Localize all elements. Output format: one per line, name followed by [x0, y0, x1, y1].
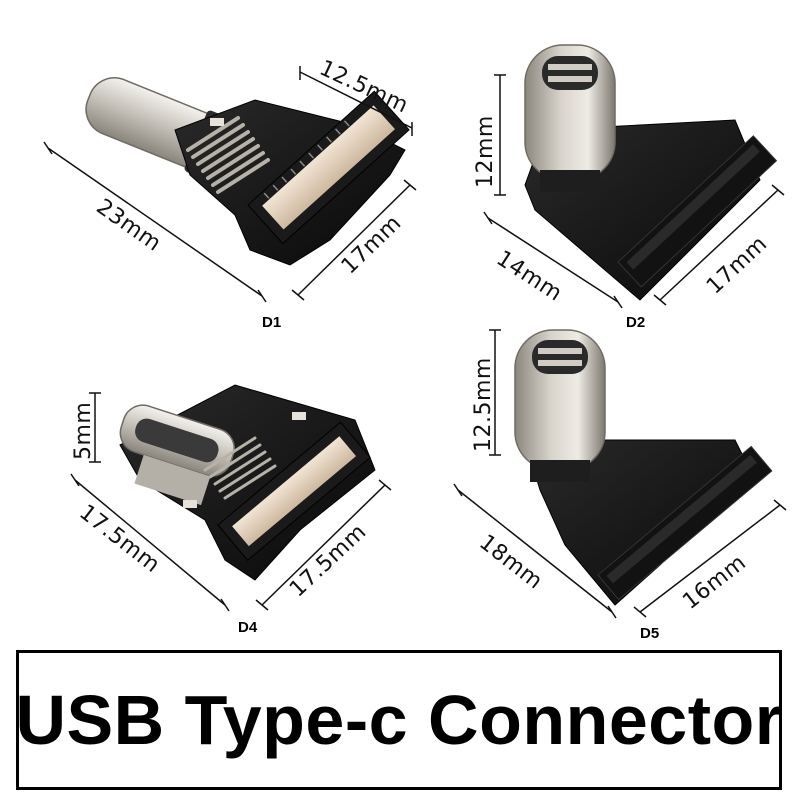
- d4-dim-left: 17.5mm: [74, 500, 164, 578]
- d5-dim-left: 18mm: [474, 530, 547, 595]
- d4-label: D4: [238, 619, 258, 636]
- d1-label: D1: [262, 314, 281, 331]
- d4-dim-height: 5mm: [71, 402, 96, 460]
- connector-d1: 12.5mm 23mm 17mm D1: [43, 56, 417, 331]
- banner-title: USB Type-c Connector: [15, 681, 783, 759]
- title-banner: USB Type-c Connector: [15, 650, 783, 790]
- connector-d5: 12.5mm 18mm 16mm D5: [453, 329, 787, 640]
- d2-dim-left: 14mm: [492, 246, 567, 307]
- d2-label: D2: [626, 314, 645, 331]
- product-photo-svg: 12.5mm 23mm 17mm D1 12mm: [43, 44, 787, 640]
- d2-dim-right: 17mm: [702, 231, 772, 299]
- d5-dim-right: 16mm: [678, 550, 751, 615]
- d2-dim-height: 12mm: [473, 115, 498, 188]
- connector-d4: 5mm 17.5mm 17.5mm D4: [70, 384, 392, 636]
- d5-dim-height: 12.5mm: [471, 357, 496, 452]
- connector-d2: 12mm 14mm 17mm D2: [473, 44, 785, 331]
- d5-label: D5: [640, 625, 659, 640]
